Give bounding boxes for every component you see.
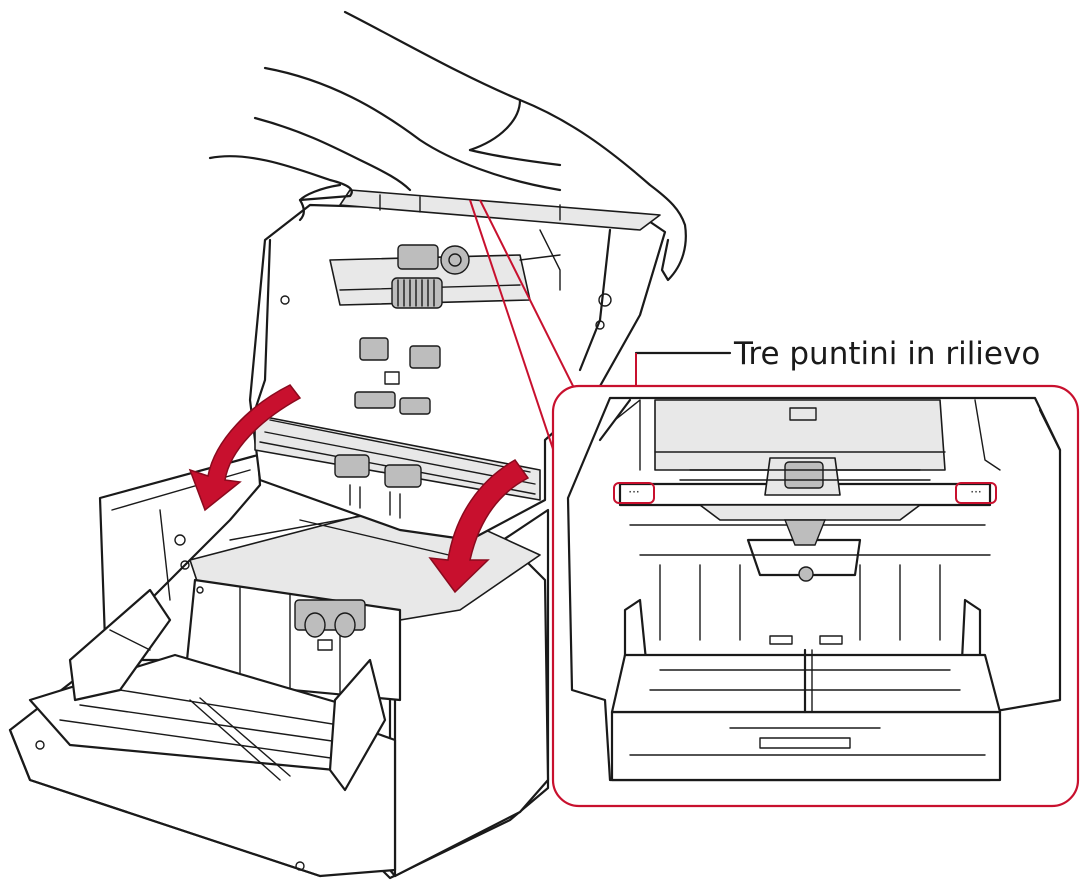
dots-highlight-right xyxy=(955,482,997,504)
embossed-dots-left: ··· xyxy=(628,485,640,499)
hands xyxy=(208,10,687,282)
inset-panel xyxy=(551,384,1080,808)
center-rollers xyxy=(294,599,366,651)
dots-highlight-left xyxy=(613,482,655,504)
curved-arrow-down-right-icon xyxy=(428,459,530,594)
pick-rollers xyxy=(391,244,470,309)
feeder-tray xyxy=(8,588,397,878)
upper-unit xyxy=(248,189,667,542)
callout-label: Tre puntini in rilievo xyxy=(734,336,1041,372)
inset-rollers xyxy=(679,457,931,496)
curved-arrow-down-left-icon xyxy=(188,384,302,512)
scanner-base xyxy=(8,453,550,880)
embossed-dots-right: ··· xyxy=(970,485,982,499)
